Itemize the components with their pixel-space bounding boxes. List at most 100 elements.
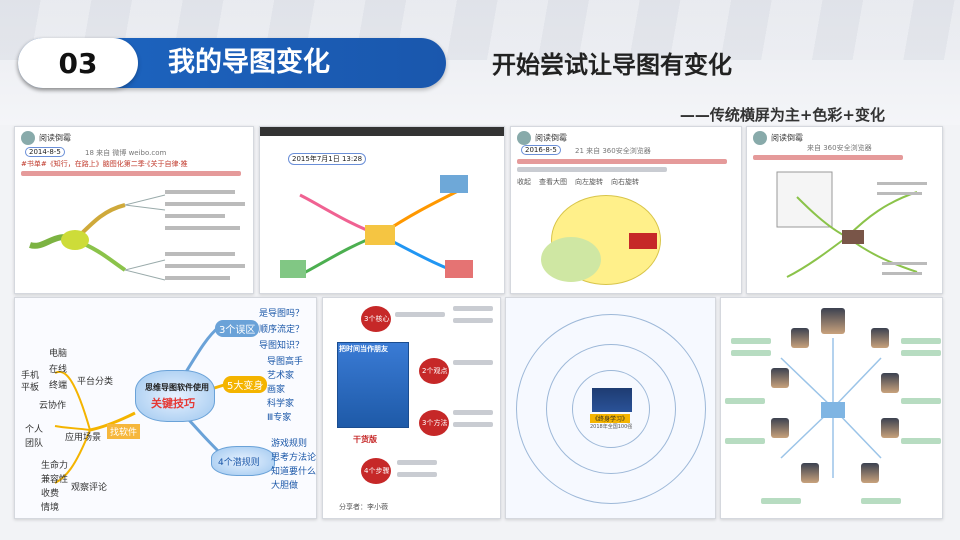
left-node: 情境: [41, 503, 60, 513]
book-label: 干货版: [353, 435, 377, 444]
post-tags: [21, 171, 241, 176]
mindmap-drawing: [776, 171, 927, 278]
branch-item: 思考方法论: [271, 453, 317, 463]
branch-item: 科学家: [267, 399, 295, 409]
mindmap-screenshot-7: 《终身学习》 2018年全国100强: [505, 297, 716, 519]
note-line: [453, 318, 493, 323]
book-cover: [337, 342, 409, 428]
left-node: 终端: [49, 381, 68, 391]
mindmap-screenshot-8: [720, 297, 943, 519]
app-toolbar: [260, 127, 504, 136]
section-number: 03: [18, 38, 138, 88]
radial-ring-mid: [546, 344, 676, 474]
person-avatar: [881, 418, 899, 438]
left-node: 收费: [41, 489, 60, 499]
post-text: [753, 155, 903, 160]
center-title: 思维导图软件使用: [145, 383, 209, 392]
post-date: 2014-8-5: [25, 147, 65, 157]
branch-three-mistakes: 3个误区: [215, 320, 260, 337]
radial-center-sub: 2018年全国100强: [590, 424, 633, 430]
mindmap-drawing: [280, 175, 473, 278]
red-bubble: [419, 358, 449, 384]
note-line: [453, 306, 493, 311]
person-avatar: [801, 463, 819, 483]
post-meta: 18 来自 微博 weibo.com: [85, 149, 167, 157]
mindmap-screenshot-5: 思维导图软件使用 关键技巧 找软件 电脑 手机 在线 平板 终端 平台分类 云协…: [14, 297, 317, 519]
name-tag: [901, 338, 941, 344]
collapse-link[interactable]: 收起: [517, 178, 531, 186]
left-node: 云协作: [39, 401, 67, 411]
branch-item: 画家: [267, 385, 286, 395]
left-node: 观察评论: [71, 483, 108, 493]
branch-item: Ⅲ专家: [267, 413, 292, 423]
post-user: 阅读倒霉: [39, 133, 71, 143]
section-title: 我的导图变化: [168, 47, 330, 78]
person-avatar: [881, 373, 899, 393]
left-node: 兼容性: [41, 475, 69, 485]
bubble-label: 3个方法: [422, 419, 448, 427]
rotate-right-link[interactable]: 向右旋转: [611, 178, 639, 186]
mindmap-center: [629, 233, 657, 249]
person-avatar: [791, 328, 809, 348]
name-tag: [901, 350, 941, 356]
radial-center-image: [592, 388, 632, 412]
radial-center-title: 《终身学习》: [590, 414, 631, 423]
center-highlight: 关键技巧: [151, 397, 195, 410]
radial-ring-inner: [572, 370, 650, 448]
image-actions: 收起 查看大图 向左旋转 向右旋转: [517, 177, 639, 187]
name-tag: [731, 350, 771, 356]
center-avatar: [821, 308, 845, 334]
name-tag: [861, 498, 901, 504]
post-header: 阅读倒霉: [21, 131, 71, 145]
red-bubble: [361, 458, 391, 484]
person-avatar: [861, 463, 879, 483]
post-user: 阅读倒霉: [535, 133, 567, 143]
note-line: [395, 312, 445, 317]
avatar: [21, 131, 35, 145]
slide-subtitle: 开始尝试让导图有变化: [492, 51, 732, 79]
branch-item: 顺序流定？: [259, 325, 305, 335]
left-node: 在线: [49, 365, 68, 375]
mindmap-center-cloud: [135, 370, 215, 422]
note-line: [397, 460, 437, 465]
mindmap-drawing: [29, 190, 245, 281]
name-tag: [901, 398, 941, 404]
sharer-footer: 分享者：李小薇: [339, 503, 388, 511]
branch-find-software: 找软件: [107, 424, 141, 439]
book-title: 把时间当作朋友: [339, 345, 388, 353]
note-line: [453, 410, 493, 415]
bubble-label: 2个观点: [422, 367, 448, 375]
post-text: [517, 159, 727, 164]
center-node: [821, 402, 845, 418]
post-text-2: [517, 167, 667, 172]
left-node: 平板: [21, 383, 40, 393]
left-node: 团队: [25, 439, 44, 449]
name-tag: [761, 498, 801, 504]
view-large-link[interactable]: 查看大图: [539, 178, 567, 186]
post-date: 2016-8-5: [521, 145, 561, 155]
mindmap-screenshot-4: 阅读倒霉 来自 360安全浏览器: [746, 126, 943, 294]
name-tag: [901, 438, 941, 444]
post-header: 阅读倒霉: [753, 131, 803, 145]
person-avatar: [771, 368, 789, 388]
radial-ring-outer: [516, 314, 706, 504]
avatar: [753, 131, 767, 145]
rotate-left-link[interactable]: 向左旋转: [575, 178, 603, 186]
mindmap-screenshot-6: 把时间当作朋友 干货版 3个核心 2个观点 3个方法 4个步骤 分享者：李小薇: [322, 297, 501, 519]
mindmap-screenshot-1: 阅读倒霉 2014-8-5 18 来自 微博 weibo.com #书单#《知行…: [14, 126, 254, 294]
mindmap-screenshot-3: 阅读倒霉 2016-8-5 21 来自 360安全浏览器 收起 查看大图 向左旋…: [510, 126, 742, 294]
left-node: 电脑: [49, 349, 68, 359]
left-node: 平台分类: [77, 377, 114, 387]
note-line: [453, 360, 493, 365]
mindmap-screenshot-2: 2015年7月1日 13:28: [259, 126, 505, 294]
person-avatar: [771, 418, 789, 438]
post-text: #书单#《知行，在路上》脑图化第二季·《关于自律·推: [21, 160, 188, 168]
red-bubble: [419, 410, 449, 436]
person-avatar: [871, 328, 889, 348]
branch-item: 艺术家: [267, 371, 295, 381]
left-node: 应用场景: [65, 433, 102, 443]
name-tag: [731, 338, 771, 344]
branch-five-transforms: 5大变身: [223, 376, 268, 393]
branch-item: 大胆做: [271, 481, 299, 491]
branch-item: 游戏规则: [271, 439, 308, 449]
